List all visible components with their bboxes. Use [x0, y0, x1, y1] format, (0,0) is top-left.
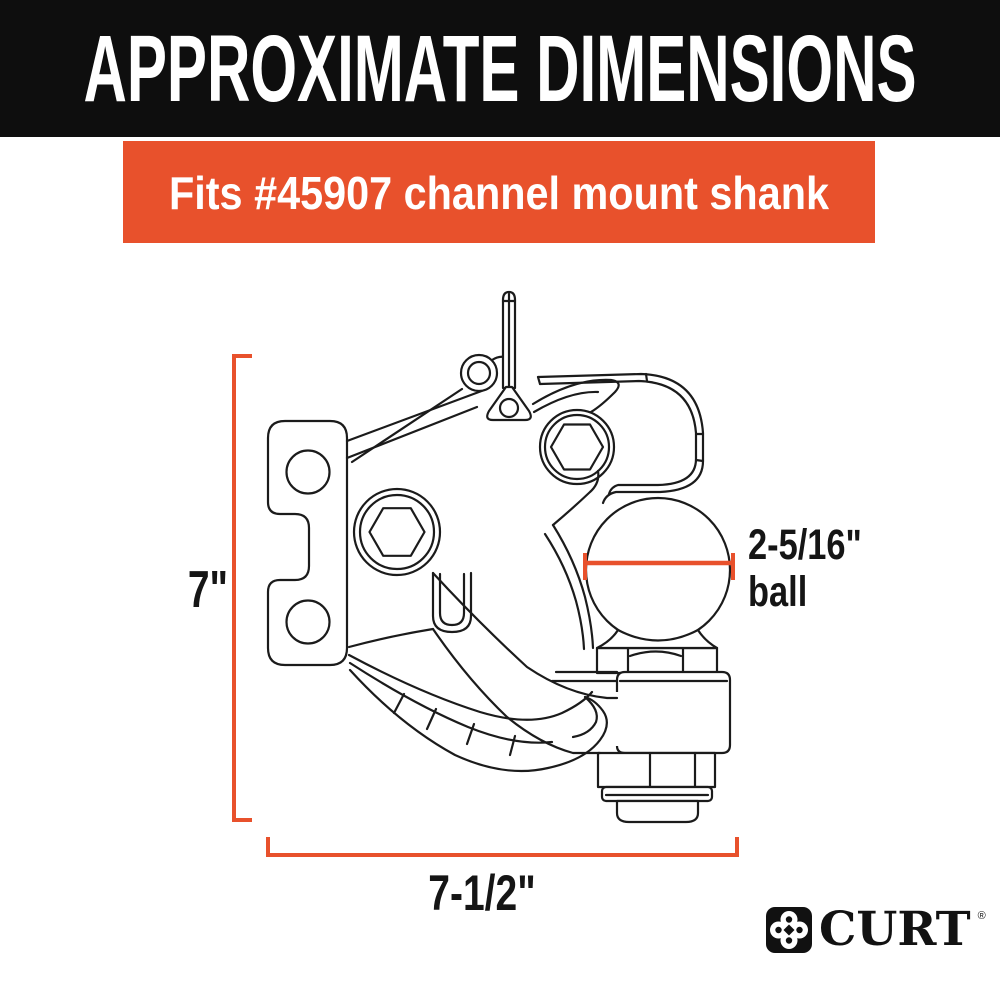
hook-throat — [543, 469, 600, 651]
plate-hole-bottom — [285, 599, 331, 645]
dimension-lines — [232, 354, 739, 857]
release-pin-assembly — [459, 290, 532, 422]
subtitle-text: Fits #45907 channel mount shank — [169, 167, 829, 219]
curt-logo-icon — [766, 907, 812, 953]
clevis-hole — [498, 397, 520, 419]
washer — [600, 785, 714, 803]
ball-word-text: ball — [748, 568, 808, 616]
height-dimension-bracket — [232, 354, 252, 822]
hook-nose — [531, 372, 705, 505]
subtitle-banner: Fits #45907 channel mount shank — [123, 141, 875, 243]
subtitle-banner-svg: Fits #45907 channel mount shank — [169, 167, 829, 219]
lower-nut — [596, 751, 717, 789]
width-dimension-bracket — [266, 837, 739, 857]
registered-trademark-icon: ® — [977, 910, 986, 922]
height-dimension-label: 7" — [187, 561, 228, 619]
ball-fastener-stack — [595, 646, 732, 824]
hitch-ball — [584, 496, 732, 650]
tongue-slot — [431, 571, 473, 634]
ball-neck-flare — [595, 628, 719, 650]
ball-dimension-label: 2-5/16" ball — [748, 522, 862, 616]
curt-logo: CURT ® — [766, 906, 986, 954]
bottom-cap — [615, 799, 700, 824]
upper-hex-bolt — [538, 408, 616, 486]
curt-logo-text: CURT — [819, 902, 971, 957]
lower-hex-bolt — [352, 487, 442, 577]
body-gusset — [345, 387, 489, 464]
plate-hole-top — [285, 449, 331, 495]
pin-ring — [459, 353, 499, 393]
title-banner: APPROXIMATE DIMENSIONS — [0, 0, 1000, 137]
title-banner-svg: APPROXIMATE DIMENSIONS — [84, 16, 917, 122]
ball-diameter-text: 2-5/16" — [748, 521, 862, 569]
upper-nut — [595, 646, 719, 675]
width-dimension-label: 7-1/2" — [428, 865, 536, 921]
channel-block — [615, 670, 732, 755]
lower-tongue — [347, 571, 619, 773]
page-title: APPROXIMATE DIMENSIONS — [84, 16, 917, 122]
mounting-plate — [266, 419, 349, 667]
